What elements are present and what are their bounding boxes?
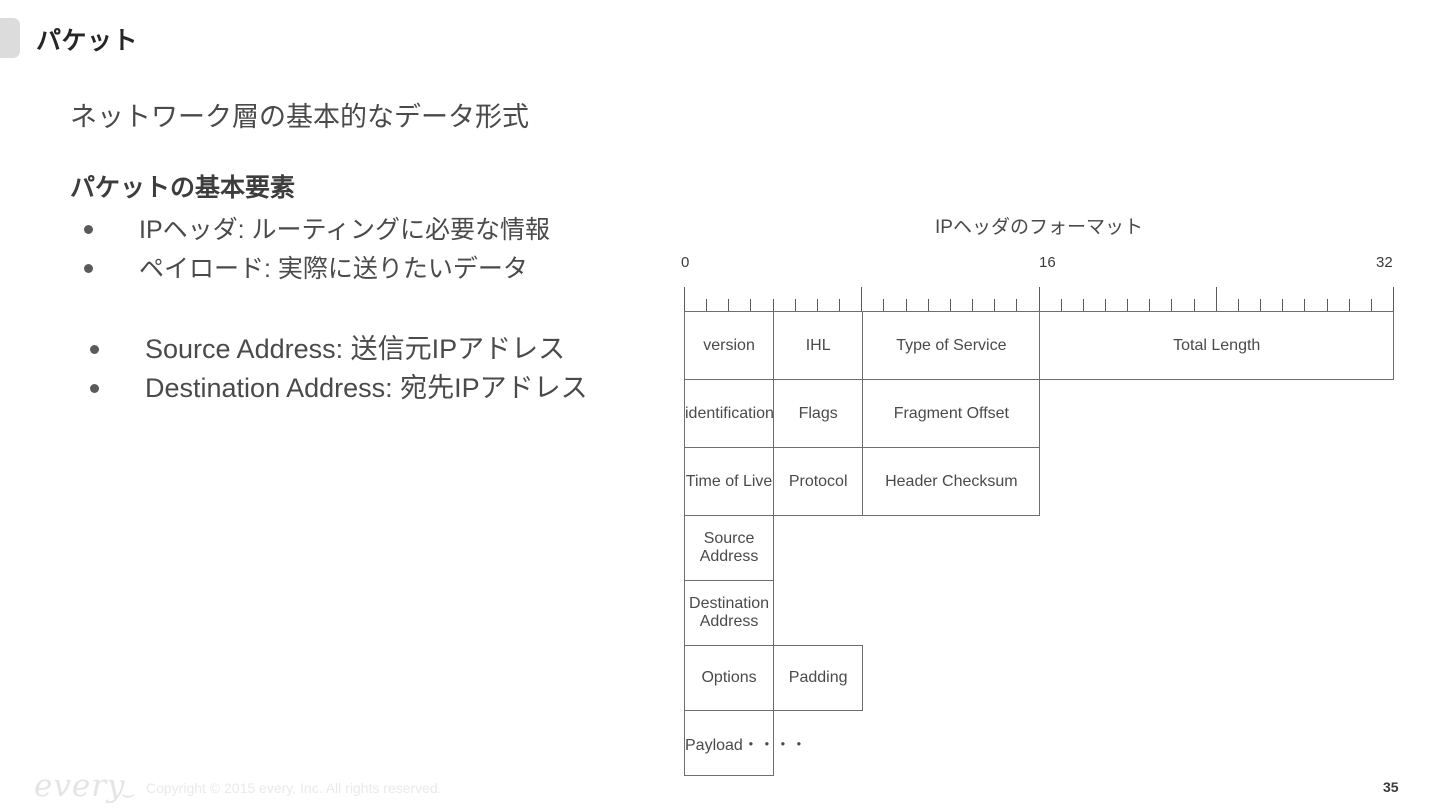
header-field-cell: Options <box>683 645 775 711</box>
header-field-label: Padding <box>788 669 848 686</box>
ruler-tick-minor <box>883 299 884 312</box>
ruler-tick-minor <box>706 299 707 312</box>
table-row: Time of Live Protocol Header Checksum <box>683 447 1394 516</box>
ruler-tick-minor <box>1238 299 1239 312</box>
header-field-label: identification <box>685 404 774 422</box>
table-row: Payload・・・・ <box>683 710 1394 776</box>
list-item-label: Destination Address: 宛先IPアドレス <box>145 373 588 403</box>
header-field-cell: Type of Service <box>862 311 1041 380</box>
ruler-tick-minor <box>839 299 840 312</box>
list-item: Destination Address: 宛先IPアドレス <box>90 366 588 405</box>
ruler-tick-major <box>684 287 685 312</box>
list-item-label: ペイロード: 実際に送りたいデータ <box>139 255 528 283</box>
header-field-cell: version <box>683 311 775 380</box>
ruler-tick-minor <box>1327 299 1328 312</box>
header-field-cell: Fragment Offset <box>862 379 1041 448</box>
company-logo-text: every <box>34 768 126 804</box>
diagram-title: IPヘッダのフォーマット <box>935 217 1143 238</box>
ruler-tick-minor <box>1349 299 1350 312</box>
ip-header-field-table: version IHL Type of Service Total Length ide… <box>683 311 1394 776</box>
header-field-cell: Padding <box>773 645 864 711</box>
ruler-tick-minor <box>773 299 774 312</box>
header-field-cell: Time of Live <box>683 447 775 516</box>
ruler-tick-minor <box>795 299 796 312</box>
ruler-tick-minor <box>1083 299 1084 312</box>
ruler-label-0: 0 <box>681 254 690 271</box>
bullet-dot-icon <box>90 345 99 354</box>
header-field-cell: Payload・・・・ <box>683 710 807 776</box>
bit-ruler <box>684 284 1394 312</box>
page-title: パケット <box>36 27 139 55</box>
ruler-tick-minor <box>1105 299 1106 312</box>
ruler-tick-minor <box>750 299 751 312</box>
title-accent-marker <box>0 18 20 58</box>
bullet-dot-icon <box>90 384 99 393</box>
header-field-label: Source Address <box>699 530 759 565</box>
header-field-label: Time of Live <box>685 472 773 490</box>
ruler-tick-major <box>861 287 862 312</box>
header-field-label: Type of Service <box>896 336 1007 354</box>
header-field-cell: Total Length <box>1039 311 1394 380</box>
section-heading: パケットの基本要素 <box>70 174 296 202</box>
header-field-label: version <box>703 336 755 354</box>
ruler-tick-minor <box>1149 299 1150 312</box>
header-field-cell: Protocol <box>773 447 864 516</box>
list-item: Source Address: 送信元IPアドレス <box>90 327 565 366</box>
lead-line: ネットワーク層の基本的なデータ形式 <box>70 102 529 132</box>
header-field-cell: Source Address <box>683 515 775 581</box>
ruler-label-16: 16 <box>1039 254 1056 271</box>
table-row: identification Flags Fragment Offset <box>683 379 1394 448</box>
ruler-tick-minor <box>817 299 818 312</box>
header-field-label: Destination Address <box>689 595 770 630</box>
table-row: version IHL Type of Service Total Length <box>683 311 1394 380</box>
ruler-tick-minor <box>972 299 973 312</box>
bullet-dot-icon <box>84 264 93 273</box>
list-item: ペイロード: 実際に送りたいデータ <box>84 249 528 285</box>
ruler-tick-minor <box>728 299 729 312</box>
ruler-tick-major <box>1039 287 1040 312</box>
header-field-cell: identification <box>683 379 775 448</box>
header-field-label: IHL <box>805 336 831 354</box>
header-field-label: Flags <box>798 404 838 422</box>
ruler-tick-minor <box>1016 299 1017 312</box>
ruler-tick-minor <box>1061 299 1062 312</box>
ruler-tick-minor <box>950 299 951 312</box>
ruler-tick-minor <box>994 299 995 312</box>
ruler-tick-minor <box>1260 299 1261 312</box>
header-field-label: Protocol <box>788 472 848 490</box>
header-field-cell: Header Checksum <box>862 447 1041 516</box>
ip-header-table-body: version IHL Type of Service Total Length ide… <box>683 311 1394 776</box>
ruler-tick-minor <box>1171 299 1172 312</box>
header-field-cell: Flags <box>773 379 864 448</box>
header-field-cell: IHL <box>773 311 864 380</box>
ruler-tick-minor <box>1371 299 1372 312</box>
copyright-notice: Copyright © 2015 every, Inc. All rights … <box>146 780 442 796</box>
bullet-dot-icon <box>84 225 93 234</box>
header-field-label: Payload・・・・ <box>685 737 807 754</box>
list-item: IPヘッダ: ルーティングに必要な情報 <box>84 210 550 246</box>
ruler-tick-minor <box>906 299 907 312</box>
ruler-tick-minor <box>928 299 929 312</box>
header-field-label: Options <box>701 669 757 686</box>
ruler-tick-major <box>1216 287 1217 312</box>
list-item-label: Source Address: 送信元IPアドレス <box>145 334 566 364</box>
ruler-tick-minor <box>1194 299 1195 312</box>
ruler-tick-minor <box>1127 299 1128 312</box>
list-item-label: IPヘッダ: ルーティングに必要な情報 <box>139 216 551 244</box>
header-field-cell: Destination Address <box>683 580 775 646</box>
company-logo: every⌣ <box>34 768 141 807</box>
ruler-label-32: 32 <box>1376 254 1393 271</box>
table-row: Source Address <box>683 515 1394 581</box>
logo-swash-icon: ⌣ <box>119 782 136 807</box>
ruler-tick-minor <box>1282 299 1283 312</box>
ruler-tick-minor <box>1304 299 1305 312</box>
header-field-label: Fragment Offset <box>893 404 1009 422</box>
ruler-tick-major <box>1393 287 1394 312</box>
page-number: 35 <box>1383 779 1399 795</box>
header-field-label: Total Length <box>1173 336 1261 354</box>
ip-header-diagram: IPヘッダのフォーマット 0 16 32 version IHL Type of S… <box>681 212 1394 776</box>
table-row: Destination Address <box>683 580 1394 646</box>
table-row: Options Padding <box>683 645 1394 711</box>
header-field-label: Header Checksum <box>885 472 1018 490</box>
